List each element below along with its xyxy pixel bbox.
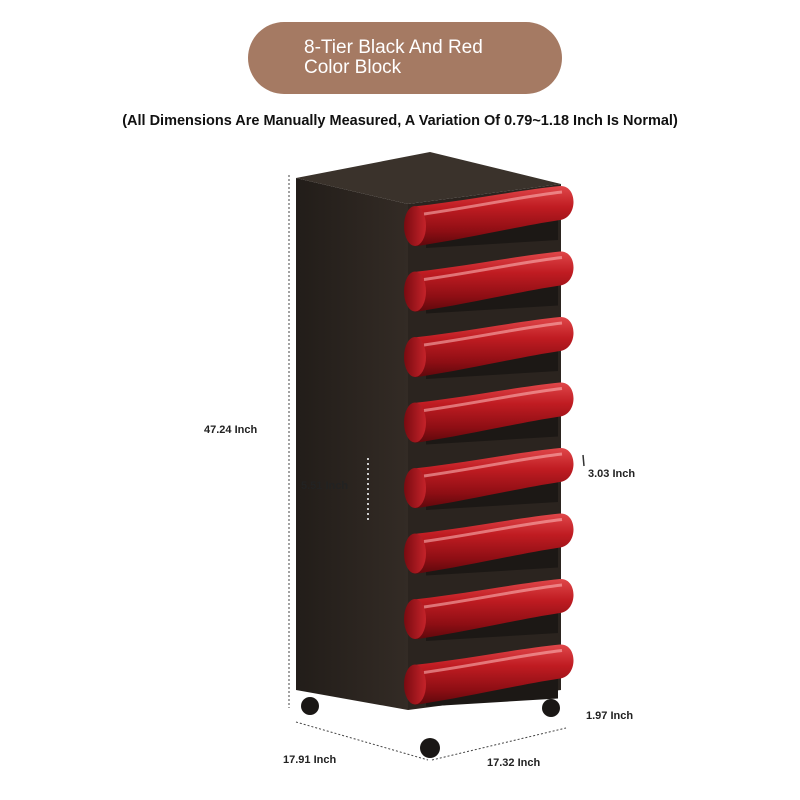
depth-label: 17.91 Inch <box>283 754 337 766</box>
drawer-handle[interactable] <box>406 316 574 378</box>
drawer-handle[interactable] <box>406 251 574 312</box>
title-line-2: Color Block <box>304 57 402 78</box>
cabinet-top <box>296 152 561 204</box>
drawer[interactable] <box>404 578 574 641</box>
wheel-height-label: 1.97 Inch <box>586 710 634 722</box>
wheel-front <box>420 738 440 758</box>
cabinet-side <box>296 178 408 710</box>
drawer[interactable] <box>404 513 574 576</box>
drawer-handle-highlight <box>423 518 563 543</box>
handle-depth-label: 3.03 Inch <box>588 468 636 480</box>
drawer-handle-highlight <box>423 321 563 347</box>
drawer-handle[interactable] <box>406 644 574 705</box>
drawer-handle-cap <box>404 599 426 639</box>
drawer-handle-highlight <box>423 649 563 674</box>
height-label: 47.24 Inch <box>204 424 258 436</box>
wheel-right <box>542 699 560 717</box>
drawer-handle-highlight <box>423 256 563 281</box>
width-label: 17.32 Inch <box>487 757 541 769</box>
drawer-handle-cap <box>404 337 426 377</box>
drawer-height-label: 5.51 Inch <box>301 480 349 492</box>
drawer-handle-cap <box>404 664 426 705</box>
drawer-handle[interactable] <box>406 185 574 247</box>
width-guide-line <box>431 727 567 761</box>
drawer[interactable] <box>404 382 574 445</box>
measurement-note: (All Dimensions Are Manually Measured, A… <box>122 113 678 129</box>
drawer-handle-highlight <box>423 190 563 216</box>
drawer-handle[interactable] <box>406 382 574 443</box>
drawer-handle[interactable] <box>406 513 574 574</box>
drawer-handle[interactable] <box>406 578 574 640</box>
drawer[interactable] <box>404 316 574 379</box>
drawer[interactable] <box>404 644 574 707</box>
drawer[interactable] <box>404 185 574 248</box>
drawer[interactable] <box>404 251 574 314</box>
depth-guide-line <box>295 721 429 761</box>
wheel-left <box>301 697 319 715</box>
drawer-handle-cap <box>404 468 426 508</box>
drawer[interactable] <box>404 447 574 510</box>
title-line-1: 8-Tier Black And Red <box>304 37 483 58</box>
drawer-handle-cap <box>404 271 426 312</box>
drawer-handle[interactable] <box>406 447 574 509</box>
handle-depth-guide-line <box>582 454 585 467</box>
title-pill: 8-Tier Black And Red Color Block <box>248 22 562 94</box>
drawer-handle-cap <box>404 533 426 574</box>
cabinet-front <box>408 184 561 710</box>
drawer-handle-highlight <box>423 583 563 609</box>
drawer-handle-cap <box>404 402 426 443</box>
drawer-handle-highlight <box>423 452 563 478</box>
drawer-handle-highlight <box>423 387 563 412</box>
drawer-stack <box>404 185 574 707</box>
drawer-handle-cap <box>404 206 426 246</box>
